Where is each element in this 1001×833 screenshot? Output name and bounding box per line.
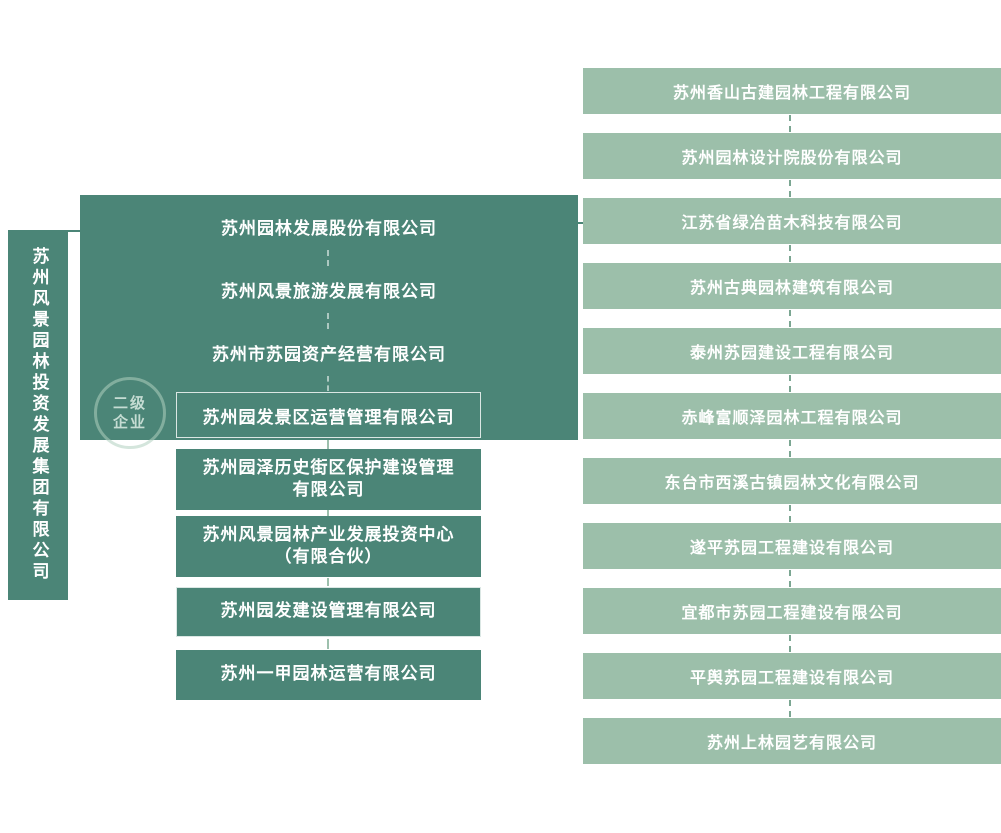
- right-company-box: 江苏省绿冶苗木科技有限公司: [583, 198, 1001, 244]
- dashed-connector: [789, 310, 791, 327]
- middle-company-row: 苏州园泽历史街区保护建设管理 有限公司: [176, 449, 481, 510]
- company-label: 宜都市苏园工程建设有限公司: [681, 603, 903, 622]
- dashed-connector: [327, 510, 329, 516]
- company-label: 赤峰富顺泽园林工程有限公司: [681, 408, 903, 427]
- company-label: （有限合伙）: [274, 546, 383, 567]
- dashed-connector: [789, 700, 791, 717]
- middle-company-row: 苏州风景园林产业发展投资中心 （有限合伙）: [176, 516, 481, 577]
- right-company-box: 苏州园林设计院股份有限公司: [583, 133, 1001, 179]
- dashed-connector: [789, 635, 791, 652]
- middle-company-row: 苏州市苏园资产经营有限公司: [80, 329, 578, 375]
- dashed-connector: [327, 440, 329, 449]
- dashed-connector: [327, 313, 329, 329]
- company-label: 泰州苏园建设工程有限公司: [689, 343, 894, 362]
- dashed-connector: [327, 578, 329, 586]
- company-label: 苏州古典园林建筑有限公司: [689, 278, 894, 297]
- company-label: 苏州园泽历史街区保护建设管理: [202, 458, 455, 479]
- dashed-connector: [789, 440, 791, 457]
- company-label: 苏州风景旅游发展有限公司: [221, 281, 437, 302]
- middle-company-row: 苏州园发景区运营管理有限公司: [176, 392, 481, 438]
- dashed-connector: [789, 505, 791, 522]
- company-label: 苏州风景园林产业发展投资中心: [202, 525, 455, 546]
- company-label: 苏州上林园艺有限公司: [706, 733, 877, 752]
- middle-company-row: 苏州园发建设管理有限公司: [176, 587, 481, 637]
- company-label: 苏州一甲园林运营有限公司: [220, 664, 437, 685]
- company-label: 江苏省绿冶苗木科技有限公司: [681, 213, 903, 232]
- middle-company-row: 苏州园林发展股份有限公司: [80, 203, 578, 249]
- right-company-box: 遂平苏园工程建设有限公司: [583, 523, 1001, 569]
- connector-middle-to-right: [578, 222, 583, 224]
- right-company-box: 苏州上林园艺有限公司: [583, 718, 1001, 764]
- company-label: 苏州园发景区运营管理有限公司: [202, 407, 455, 428]
- company-label: 东台市西溪古镇园林文化有限公司: [664, 473, 920, 492]
- root-company-label: 苏州风景园林投资发展集团有限公司: [28, 247, 49, 583]
- connector-root-to-middle: [68, 230, 80, 232]
- middle-company-row: 苏州一甲园林运营有限公司: [176, 650, 481, 700]
- watermark-badge: 二级 企业: [94, 377, 166, 449]
- right-company-box: 苏州古典园林建筑有限公司: [583, 263, 1001, 309]
- watermark-line: 企业: [112, 413, 147, 431]
- dashed-connector: [327, 376, 329, 391]
- company-label: 平舆苏园工程建设有限公司: [689, 668, 894, 687]
- root-company-box: 苏州风景园林投资发展集团有限公司: [8, 230, 68, 600]
- watermark-line: 二级: [112, 394, 147, 413]
- right-company-box: 平舆苏园工程建设有限公司: [583, 653, 1001, 699]
- right-company-box: 宜都市苏园工程建设有限公司: [583, 588, 1001, 634]
- dashed-connector: [789, 245, 791, 262]
- right-company-box: 泰州苏园建设工程有限公司: [583, 328, 1001, 374]
- company-label: 苏州园林设计院股份有限公司: [681, 148, 903, 167]
- company-label: 苏州园发建设管理有限公司: [220, 601, 437, 622]
- company-label: 苏州园林发展股份有限公司: [221, 218, 437, 239]
- company-label: 苏州香山古建园林工程有限公司: [672, 83, 911, 102]
- dashed-connector: [327, 250, 329, 266]
- company-label: 有限公司: [292, 479, 365, 500]
- right-company-box: 苏州香山古建园林工程有限公司: [583, 68, 1001, 114]
- dashed-connector: [789, 115, 791, 132]
- dashed-connector: [327, 639, 329, 649]
- company-label: 苏州市苏园资产经营有限公司: [212, 344, 446, 365]
- dashed-connector: [789, 375, 791, 392]
- middle-company-row: 苏州风景旅游发展有限公司: [80, 266, 578, 312]
- dashed-connector: [789, 570, 791, 587]
- right-company-box: 赤峰富顺泽园林工程有限公司: [583, 393, 1001, 439]
- right-company-box: 东台市西溪古镇园林文化有限公司: [583, 458, 1001, 504]
- dashed-connector: [789, 180, 791, 197]
- company-label: 遂平苏园工程建设有限公司: [689, 538, 894, 557]
